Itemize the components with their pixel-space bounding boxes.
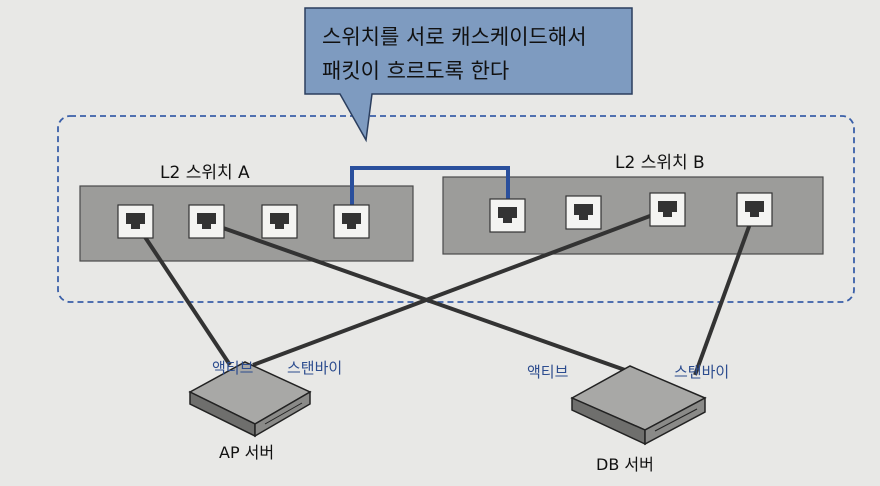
ap-active-label: 액티브	[212, 359, 254, 377]
switch-b-ports	[489, 192, 773, 233]
callout-text-line2: 패킷이 흐르도록 한다	[322, 59, 509, 83]
cable-b4-db-standby	[693, 209, 757, 376]
db-active-label: 액티브	[527, 363, 569, 381]
cable-a2-db-active	[205, 220, 626, 372]
switch-group-boundary	[57, 115, 855, 303]
cable-a1-ap-active	[133, 220, 232, 367]
port-icon	[117, 204, 154, 239]
port-icon	[489, 198, 526, 233]
switch-a-label: L2 스위치 A	[160, 163, 250, 183]
cable-b3-ap-standby	[252, 208, 667, 367]
port-icon	[188, 204, 225, 239]
ap-server-icon	[188, 361, 312, 438]
db-standby-label: 스탠바이	[674, 363, 729, 381]
port-icon	[261, 204, 298, 239]
db-server-icon	[570, 365, 707, 446]
port-icon	[565, 195, 602, 230]
ap-standby-label: 스탠바이	[287, 359, 342, 377]
switch-b-label: L2 스위치 B	[615, 153, 705, 173]
callout-bubble: 스위치를 서로 캐스케이드해서 패킷이 흐르도록 한다	[304, 7, 633, 143]
port-icon	[649, 192, 686, 227]
cascade-link	[350, 166, 510, 214]
callout-text-line1: 스위치를 서로 캐스케이드해서	[322, 25, 587, 49]
ap-server-label: AP 서버	[219, 443, 274, 462]
port-icon	[333, 204, 370, 239]
switch-a-ports	[117, 204, 370, 239]
port-icon	[736, 192, 773, 227]
db-server-label: DB 서버	[596, 455, 654, 474]
